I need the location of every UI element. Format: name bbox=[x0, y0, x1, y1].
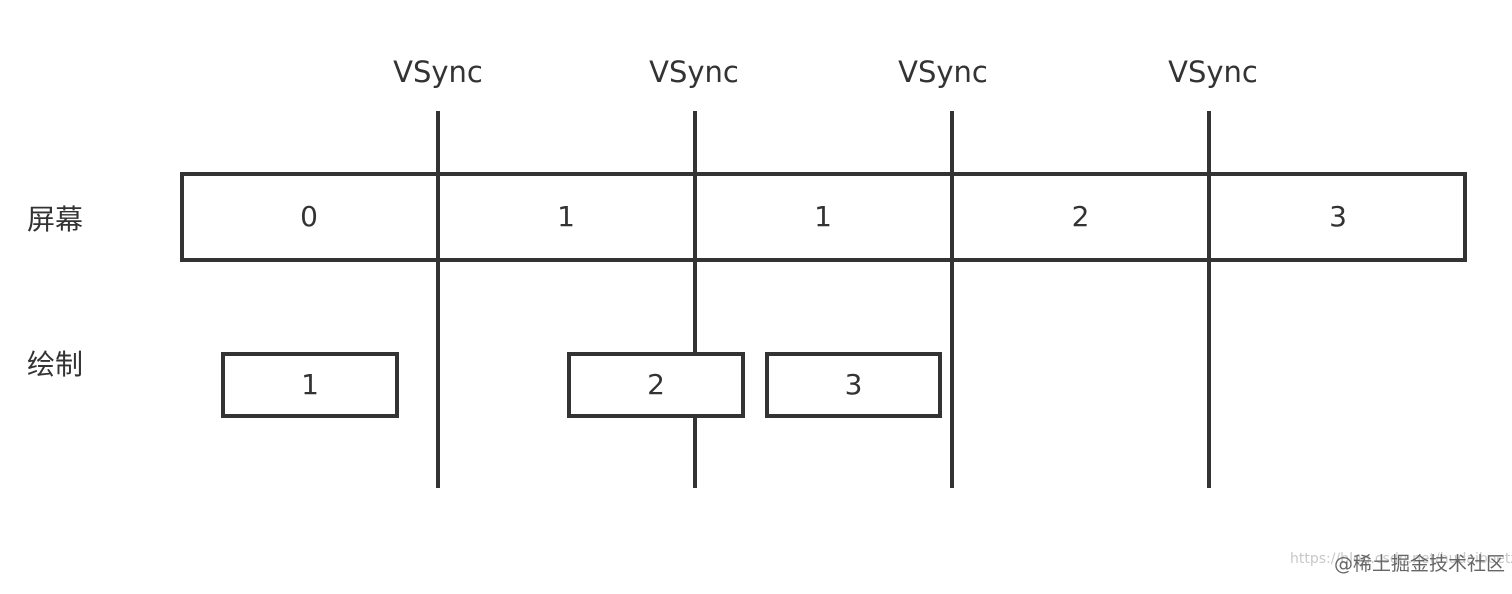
draw-frame-box: 3 bbox=[765, 352, 942, 418]
vsync-line-2-upper bbox=[693, 111, 697, 353]
vsync-line-2-lower bbox=[693, 418, 697, 488]
screen-frame-cell: 3 bbox=[1329, 200, 1347, 233]
screen-frame-bar bbox=[180, 172, 1467, 262]
draw-frame-box: 1 bbox=[221, 352, 399, 418]
screen-frame-cell: 1 bbox=[814, 200, 832, 233]
screen-frame-cell: 2 bbox=[1071, 200, 1090, 233]
vsync-label-4: VSync bbox=[1168, 55, 1258, 89]
vsync-label-2: VSync bbox=[649, 55, 739, 89]
vsync-label-1: VSync bbox=[393, 55, 483, 89]
vsync-label-3: VSync bbox=[898, 55, 988, 89]
screen-frame-cell: 1 bbox=[557, 200, 575, 233]
vsync-line-4 bbox=[1207, 111, 1211, 488]
vsync-line-3 bbox=[950, 111, 954, 488]
screen-frame-cell: 0 bbox=[300, 200, 318, 233]
watermark-brand: @稀土掘金技术社区 bbox=[1334, 553, 1506, 575]
vsync-line-1 bbox=[436, 111, 440, 488]
draw-row-label: 绘制 bbox=[27, 348, 84, 381]
screen-row-label: 屏幕 bbox=[27, 203, 84, 236]
draw-frame-box: 2 bbox=[567, 352, 745, 418]
watermark-url: https://blog.csdn.net/hudaiboetzl bbox=[1290, 551, 1512, 567]
